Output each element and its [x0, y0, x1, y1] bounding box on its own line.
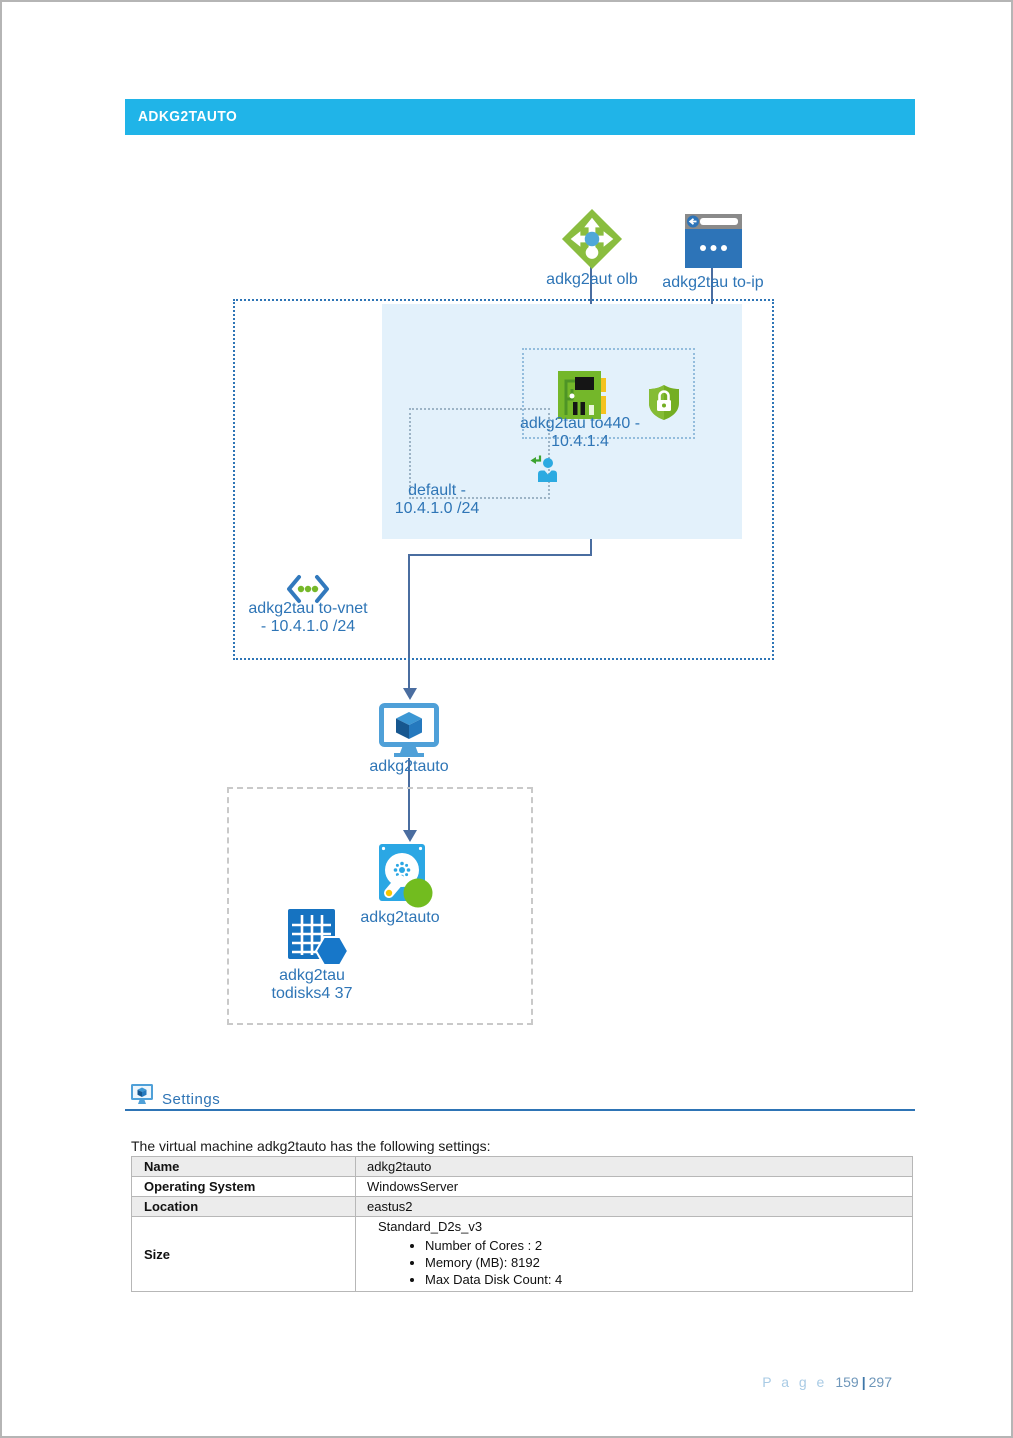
table-row: Location eastus2: [131, 1196, 913, 1217]
size-value: Standard_D2s_v3: [378, 1219, 483, 1234]
disks-table-icon: [288, 909, 354, 974]
footer-separator: |: [861, 1374, 866, 1390]
arrowhead-into-disk: [403, 830, 417, 842]
load-balancer-label: adkg2aut olb: [546, 271, 638, 288]
network-security-group-icon: [649, 385, 679, 425]
disk-group-box: [227, 787, 533, 1025]
size-bullet: Memory (MB): 8192: [425, 1255, 906, 1270]
nic-label: adkg2tau to440 - 10.4.1.4: [519, 415, 641, 450]
row-value: eastus2: [355, 1196, 913, 1217]
public-ip-label: adkg2tau to-ip: [662, 274, 764, 291]
load-balancer-icon: [561, 208, 623, 275]
settings-table: Name adkg2tauto Operating System Windows…: [131, 1156, 913, 1292]
table-row: Operating System WindowsServer: [131, 1176, 913, 1197]
nic-group-box: [522, 348, 695, 439]
network-interface-icon: [558, 369, 608, 426]
row-label: Size: [131, 1216, 356, 1292]
row-value: adkg2tauto: [355, 1156, 913, 1177]
disk-label: adkg2tauto: [360, 909, 440, 926]
size-bullet-list: Number of Cores : 2 Memory (MB): 8192 Ma…: [367, 1238, 906, 1287]
row-label: Operating System: [131, 1176, 356, 1197]
page-footer: P a g e 159|297: [602, 1374, 892, 1390]
vnet-icon: [285, 574, 331, 609]
vm-label: adkg2tauto: [369, 758, 449, 775]
page-title: ADKG2TAUTO: [138, 108, 238, 125]
disks-table-label: adkg2tau todisks4 37: [271, 967, 353, 1002]
table-row: Name adkg2tauto: [131, 1156, 913, 1177]
vm-extension-icon: [529, 454, 557, 487]
row-value: Standard_D2s_v3 Number of Cores : 2 Memo…: [355, 1216, 913, 1292]
row-label: Location: [131, 1196, 356, 1217]
arrowhead-into-vm: [403, 688, 417, 700]
vnet-boundary-box: [233, 299, 774, 660]
connector-ip-vertical: [711, 266, 713, 314]
connector-elbow: [408, 554, 592, 556]
default-subnet-box: [409, 408, 550, 499]
footer-current-page: 159: [835, 1374, 859, 1390]
row-value: WindowsServer: [355, 1176, 913, 1197]
connector-vm-to-disk: [408, 758, 410, 832]
default-subnet-label: default - 10.4.1.0 /24: [394, 482, 480, 517]
settings-heading-rule: [125, 1109, 915, 1111]
footer-total-pages: 297: [868, 1374, 892, 1390]
virtual-machine-icon: [379, 703, 439, 764]
settings-vm-icon: [130, 1083, 154, 1112]
settings-intro-text: The virtual machine adkg2tauto has the f…: [131, 1138, 491, 1154]
footer-page-label: P a g e: [762, 1374, 828, 1390]
connector-to-vm: [408, 554, 410, 689]
page-header-bar: ADKG2TAUTO: [125, 99, 915, 135]
public-ip-icon: [685, 214, 742, 273]
subnet-fill-area: [382, 304, 742, 539]
table-row-size: Size Standard_D2s_v3 Number of Cores : 2…: [131, 1216, 913, 1292]
size-bullet: Number of Cores : 2: [425, 1238, 906, 1253]
settings-heading: Settings: [162, 1091, 221, 1108]
size-bullet: Max Data Disk Count: 4: [425, 1272, 906, 1287]
vnet-label: adkg2tau to-vnet - 10.4.1.0 /24: [248, 600, 368, 635]
row-label: Name: [131, 1156, 356, 1177]
disk-icon: [379, 844, 433, 913]
